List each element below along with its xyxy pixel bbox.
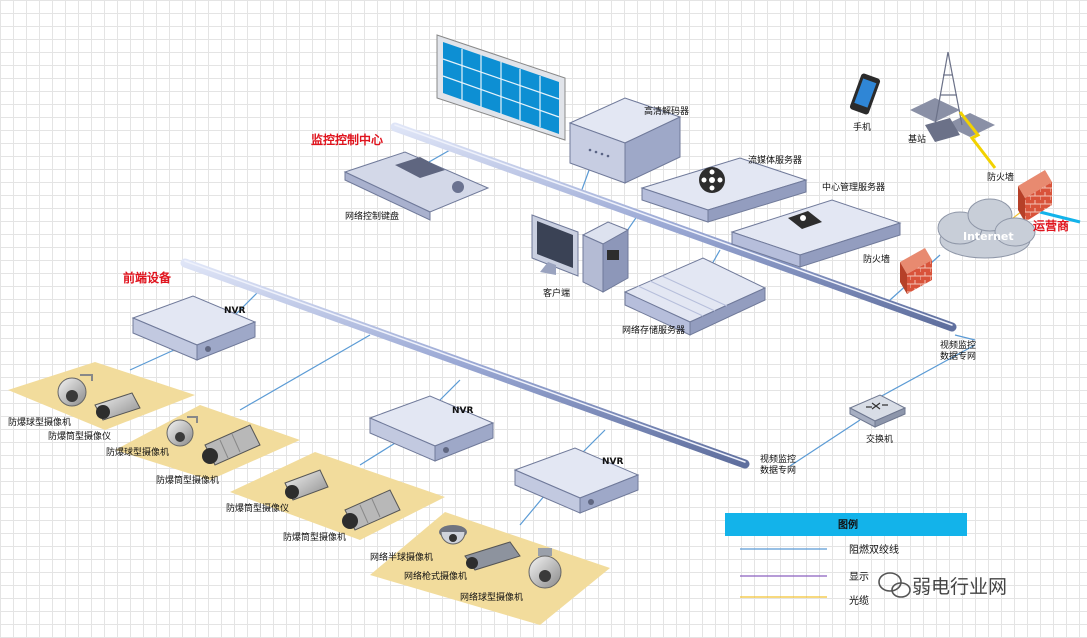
nvr-2: NVR <box>368 395 495 462</box>
nvr-1: NVR <box>131 295 257 361</box>
hd-decoder-label: 高清解码器 <box>644 105 689 117</box>
legend-label-2: 光缆 <box>849 594 869 607</box>
tube-camera-1 <box>94 392 141 421</box>
storage-server: 网络存储服务器 <box>622 257 767 336</box>
gun-camera <box>464 541 521 571</box>
cam-tube-2-label: 防爆筒型摄像机 <box>156 474 219 486</box>
watermark-text: 弱电行业网 <box>912 576 1007 598</box>
client-pc: 客户端 <box>531 214 630 299</box>
legend-label-1: 显示 <box>849 571 869 583</box>
bus-end-line <box>954 334 976 341</box>
firewall-mid: 防火墙 <box>863 248 932 294</box>
dome-camera-1 <box>57 374 93 407</box>
zone2-bus-line <box>239 334 371 411</box>
watermark: 弱电行业网 <box>878 572 1007 598</box>
nvr3-zone-line <box>519 494 546 526</box>
mobile-phone: 手机 <box>849 73 881 133</box>
video-wall <box>436 34 566 141</box>
base-station: 基站 <box>908 51 995 145</box>
cam-net-dome-label: 网络球型摄像机 <box>460 591 523 603</box>
net-dome-camera <box>528 548 562 589</box>
switch-icon <box>866 402 888 410</box>
camera-zone-2 <box>115 405 300 480</box>
internet-cloud: Internet <box>937 198 1036 259</box>
internet-label: Internet <box>963 230 1014 243</box>
wechat-icon <box>878 572 911 598</box>
tube-camera-4 <box>342 489 401 531</box>
video-net-1-line2: 数据专网 <box>940 350 976 362</box>
nvr2-zone-line <box>359 439 401 466</box>
tube-camera-3 <box>284 469 329 501</box>
tube-camera-2 <box>202 424 261 466</box>
switch-up-line <box>877 344 976 399</box>
half-dome-camera <box>439 525 467 545</box>
cam-gun-label: 网络枪式摄像机 <box>404 570 467 582</box>
legend-title: 图例 <box>838 518 858 531</box>
wireless-bolt-icon <box>958 111 997 169</box>
network-switch: 交换机 <box>848 394 907 445</box>
firewall-top: 防火墙 <box>987 170 1052 222</box>
hd-decoder: 高清解码器 <box>568 97 689 184</box>
cam-tube-3-label: 防爆筒型摄像仪 <box>226 502 289 514</box>
video-net-2-line2: 数据专网 <box>760 464 796 476</box>
firewall-top-label: 防火墙 <box>987 171 1014 183</box>
video-net-1-line1: 视频监控 <box>940 339 976 351</box>
cam-tube-4-label: 防爆筒型摄像机 <box>283 531 346 543</box>
nvr-3: NVR <box>513 447 640 514</box>
client-icon <box>607 250 619 260</box>
nvr-1-label: NVR <box>224 306 245 316</box>
cam-dome-2-label: 防爆球型摄像机 <box>106 446 169 458</box>
camera-zone-1 <box>8 362 195 430</box>
client-label: 客户端 <box>543 287 570 299</box>
cam-half-dome-label: 网络半球摄像机 <box>370 551 433 563</box>
nvr-3-label: NVR <box>602 457 623 467</box>
central-server-label: 中心管理服务器 <box>822 181 885 193</box>
firewall-mid-label: 防火墙 <box>863 253 890 265</box>
network-keyboard-label: 网络控制键盘 <box>345 210 399 222</box>
legend-label-0: 阻燃双绞线 <box>849 543 899 556</box>
network-keyboard: 网络控制键盘 <box>343 151 490 222</box>
film-reel-icon <box>699 167 725 193</box>
operator-line <box>1039 210 1081 224</box>
phone-label: 手机 <box>853 121 871 133</box>
switch-label: 交换机 <box>866 433 893 445</box>
front-end-label: 前端设备 <box>123 270 172 285</box>
stream-server-label: 流媒体服务器 <box>748 154 802 166</box>
management-icon <box>788 211 822 229</box>
camera-zone-4 <box>370 512 610 625</box>
camera-zones <box>8 362 610 625</box>
front-end-bus <box>180 258 750 469</box>
camera-zone-3 <box>230 452 445 540</box>
switch-down-line <box>789 419 861 467</box>
operator-label: 运营商 <box>1033 218 1069 233</box>
cam-dome-1-label: 防爆球型摄像机 <box>8 416 71 428</box>
central-server: 中心管理服务器 <box>730 181 902 268</box>
control-bus <box>390 122 957 332</box>
nvr-2-label: NVR <box>452 406 473 416</box>
nvr3-bus-line <box>579 429 606 456</box>
storage-server-label: 网络存储服务器 <box>622 324 685 336</box>
legend: 图例 阻燃双绞线 显示 光缆 <box>725 513 967 607</box>
base-station-label: 基站 <box>908 133 926 145</box>
stream-server: 流媒体服务器 <box>640 154 808 223</box>
monitor-center-label: 监控控制中心 <box>311 132 383 147</box>
cam-tube-1-label: 防爆筒型摄像仪 <box>48 430 111 442</box>
legend-title-bar <box>725 513 967 536</box>
dome-camera-2 <box>166 416 198 447</box>
video-net-2-line1: 视频监控 <box>760 453 796 465</box>
